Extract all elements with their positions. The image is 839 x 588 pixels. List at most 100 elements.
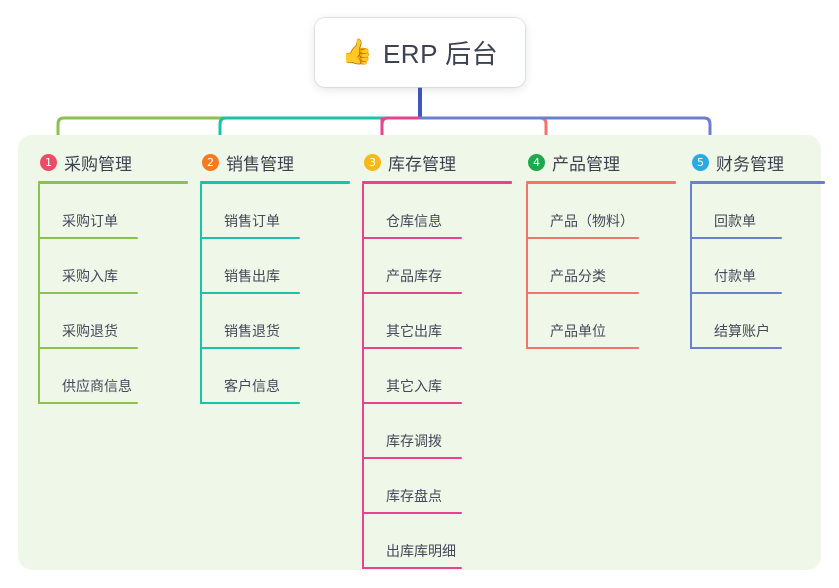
leaf-item[interactable]: 其它入库 — [362, 349, 512, 404]
column-header-4[interactable]: 4 产品管理 — [526, 147, 676, 177]
leaf-item-underline — [200, 402, 300, 404]
branch-column-4: 4 产品管理产品（物料） 产品分类产品单位 — [526, 147, 676, 349]
leaf-item[interactable]: 采购退货 — [38, 294, 188, 349]
column-items: 仓库信息产品库存其它出库其它入库库存调拨库存盘点出库库明细 — [362, 184, 512, 569]
leaf-item[interactable]: 付款单 — [690, 239, 825, 294]
leaf-item-underline — [690, 292, 782, 294]
column-underline — [38, 181, 188, 184]
leaf-item-underline — [526, 237, 639, 239]
column-index-badge: 1 — [40, 153, 57, 171]
leaf-item-label: 产品分类 — [550, 268, 606, 284]
leaf-item-underline — [526, 347, 639, 349]
connector-segment — [420, 116, 712, 136]
leaf-item-label: 回款单 — [714, 213, 756, 229]
leaf-item-label: 采购入库 — [62, 268, 118, 284]
leaf-item[interactable]: 产品库存 — [362, 239, 512, 294]
leaf-item-label: 其它入库 — [386, 378, 442, 394]
leaf-item-label: 采购订单 — [62, 213, 118, 229]
leaf-item[interactable]: 产品单位 — [526, 294, 676, 349]
leaf-item-underline — [38, 292, 138, 294]
leaf-item-label: 销售退货 — [224, 323, 280, 339]
leaf-item-label: 销售订单 — [224, 213, 280, 229]
column-items: 采购订单采购入库采购退货供应商信息 — [38, 184, 188, 404]
leaf-item[interactable]: 库存调拨 — [362, 404, 512, 459]
leaf-item[interactable]: 销售订单 — [200, 184, 350, 239]
leaf-item[interactable]: 销售退货 — [200, 294, 350, 349]
leaf-item-underline — [362, 567, 462, 569]
root-title: ERP 后台 — [382, 39, 499, 69]
column-items: 销售订单销售出库销售退货客户信息 — [200, 184, 350, 404]
column-index-badge: 3 — [364, 153, 381, 171]
column-items: 产品（物料） 产品分类产品单位 — [526, 184, 676, 349]
leaf-item[interactable]: 客户信息 — [200, 349, 350, 404]
leaf-item-underline — [38, 402, 138, 404]
connector-segment — [56, 116, 420, 136]
leaf-item-label: 销售出库 — [224, 268, 280, 284]
leaf-item-underline — [690, 347, 782, 349]
leaf-item-label: 库存调拨 — [386, 433, 442, 449]
leaf-item-underline — [200, 237, 300, 239]
leaf-item[interactable]: 产品分类 — [526, 239, 676, 294]
leaf-item[interactable]: 供应商信息 — [38, 349, 188, 404]
leaf-item-underline — [200, 292, 300, 294]
leaf-item-underline — [362, 512, 462, 514]
connector-segment — [420, 116, 548, 136]
leaf-item[interactable]: 采购入库 — [38, 239, 188, 294]
branch-column-1: 1 采购管理采购订单采购入库采购退货供应商信息 — [38, 147, 188, 404]
column-underline — [526, 181, 676, 184]
leaf-item-underline — [38, 237, 138, 239]
leaf-item[interactable]: 回款单 — [690, 184, 825, 239]
leaf-item-underline — [362, 402, 462, 404]
column-header-5[interactable]: 5 财务管理 — [690, 147, 825, 177]
leaf-item-underline — [362, 237, 462, 239]
root-node[interactable]: 👍 ERP 后台 — [315, 18, 525, 87]
leaf-item-label: 采购退货 — [62, 323, 118, 339]
branch-column-5: 5 财务管理回款单付款单结算账户 — [690, 147, 825, 349]
column-title: 产品管理 — [552, 154, 620, 174]
column-underline — [200, 181, 350, 184]
column-index-badge: 5 — [692, 153, 709, 171]
connector-segment — [218, 116, 420, 136]
leaf-item[interactable]: 其它出库 — [362, 294, 512, 349]
column-spine — [38, 184, 40, 404]
leaf-item[interactable]: 结算账户 — [690, 294, 825, 349]
leaf-item-label: 产品库存 — [386, 268, 442, 284]
columns-panel — [18, 135, 821, 570]
leaf-item-label: 产品（物料） — [550, 213, 634, 229]
column-spine — [362, 184, 364, 569]
leaf-item[interactable]: 出库库明细 — [362, 514, 512, 569]
leaf-item-label: 结算账户 — [714, 323, 770, 339]
leaf-item-underline — [362, 347, 462, 349]
column-title: 财务管理 — [716, 154, 784, 174]
leaf-item-label: 供应商信息 — [62, 378, 132, 394]
leaf-item-underline — [38, 347, 138, 349]
leaf-item-underline — [200, 347, 300, 349]
column-underline — [690, 181, 825, 184]
column-spine — [690, 184, 692, 349]
leaf-item[interactable]: 采购订单 — [38, 184, 188, 239]
column-index-badge: 4 — [528, 153, 545, 171]
column-spine — [526, 184, 528, 349]
leaf-item-underline — [362, 292, 462, 294]
leaf-item-underline — [526, 292, 639, 294]
leaf-item-label: 出库库明细 — [386, 543, 456, 559]
leaf-item-label: 仓库信息 — [386, 213, 442, 229]
leaf-item-label: 其它出库 — [386, 323, 442, 339]
column-index-badge: 2 — [202, 153, 219, 171]
column-items: 回款单付款单结算账户 — [690, 184, 825, 349]
leaf-item-label: 库存盘点 — [386, 488, 442, 504]
leaf-item[interactable]: 仓库信息 — [362, 184, 512, 239]
column-header-1[interactable]: 1 采购管理 — [38, 147, 188, 177]
column-title: 采购管理 — [64, 154, 132, 174]
leaf-item[interactable]: 产品（物料） — [526, 184, 676, 239]
leaf-item-underline — [362, 457, 462, 459]
leaf-item-label: 产品单位 — [550, 323, 606, 339]
column-spine — [200, 184, 202, 404]
leaf-item[interactable]: 销售出库 — [200, 239, 350, 294]
leaf-item[interactable]: 库存盘点 — [362, 459, 512, 514]
